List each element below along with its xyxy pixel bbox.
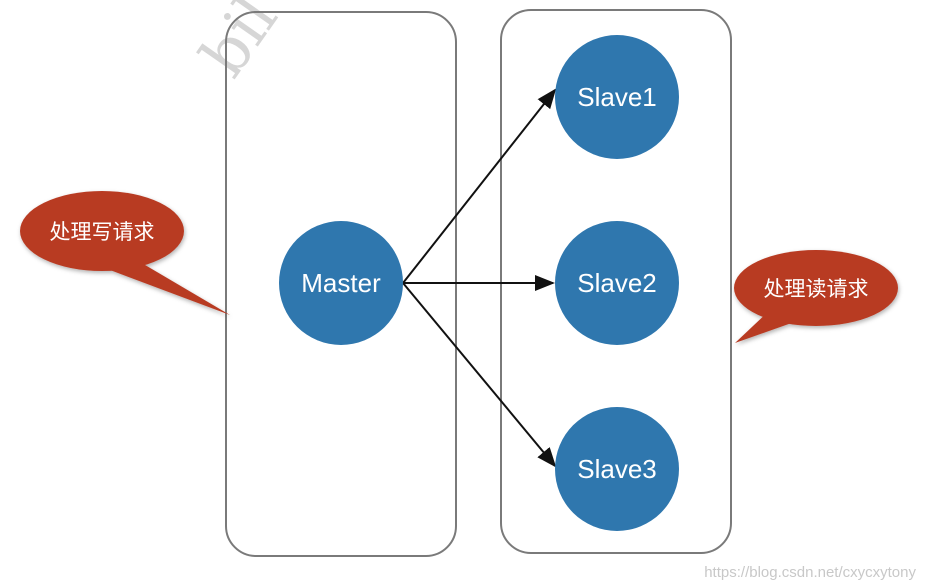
read-callout-label: 处理读请求 [764,277,869,301]
master-label: Master [301,268,381,298]
source-url-watermark: https://blog.csdn.net/cxycxytony [704,564,916,581]
write-callout: 处理写请求 [20,191,230,315]
arrow-master-slave1 [402,88,557,284]
slave2-label: Slave2 [577,268,657,298]
slave1-node: Slave1 [555,35,679,159]
slave1-label: Slave1 [577,82,657,112]
slave-group-box [500,9,732,554]
slave2-node: Slave2 [555,221,679,345]
master-node: Master [279,221,403,345]
slave3-label: Slave3 [577,454,657,484]
arrow-master-slave3 [402,282,557,468]
watermark: bil [186,0,291,89]
read-callout: 处理读请求 [734,250,898,343]
slave3-node: Slave3 [555,407,679,531]
write-callout-label: 处理写请求 [50,220,155,244]
